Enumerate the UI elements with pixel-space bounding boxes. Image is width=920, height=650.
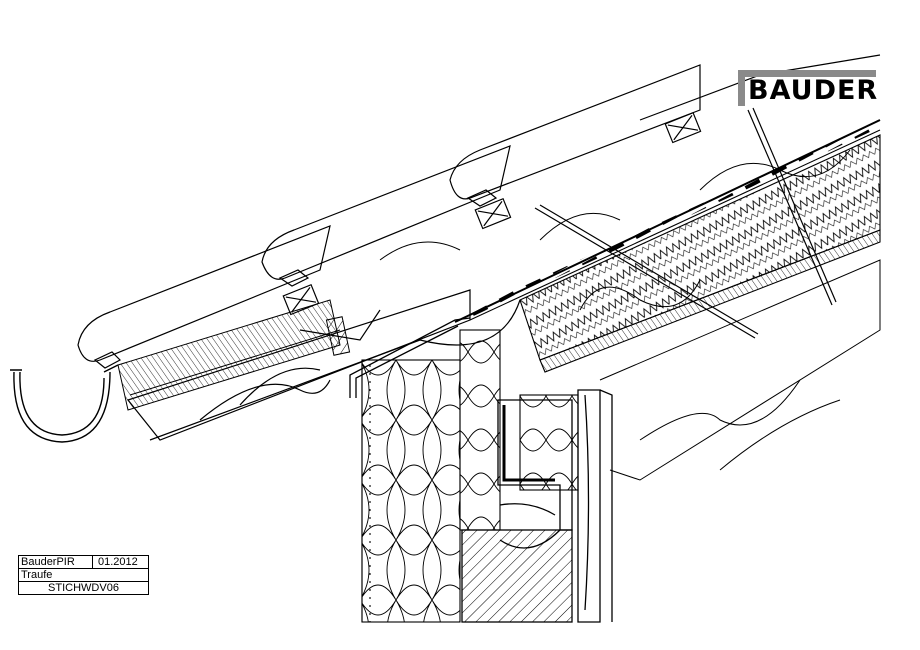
roof-insulation bbox=[454, 119, 882, 373]
wall-insulation bbox=[361, 329, 579, 623]
fastener-screws bbox=[534, 107, 837, 339]
eaves-flashing bbox=[349, 317, 471, 398]
roof-tiles bbox=[77, 54, 881, 369]
product-name: BauderPIR bbox=[21, 556, 75, 568]
wall-structure bbox=[461, 389, 613, 623]
title-block: BauderPIR 01.2012 Traufe STICHWDV06 bbox=[18, 555, 149, 595]
title-block-separator bbox=[92, 556, 93, 569]
drawing-code: STICHWDV06 bbox=[48, 582, 119, 594]
title-block-row-code: STICHWDV06 bbox=[19, 582, 148, 595]
bauder-logo: BAUDER bbox=[738, 70, 879, 106]
title-block-row-product: BauderPIR 01.2012 bbox=[19, 556, 148, 569]
detail-name: Traufe bbox=[21, 569, 53, 581]
drawing-date: 01.2012 bbox=[98, 556, 138, 568]
rain-gutter bbox=[10, 364, 119, 443]
logo-text: BAUDER bbox=[748, 75, 879, 106]
title-block-row-detail: Traufe bbox=[19, 569, 148, 582]
logo-side-bar bbox=[738, 77, 745, 106]
logo-bar bbox=[738, 70, 876, 77]
